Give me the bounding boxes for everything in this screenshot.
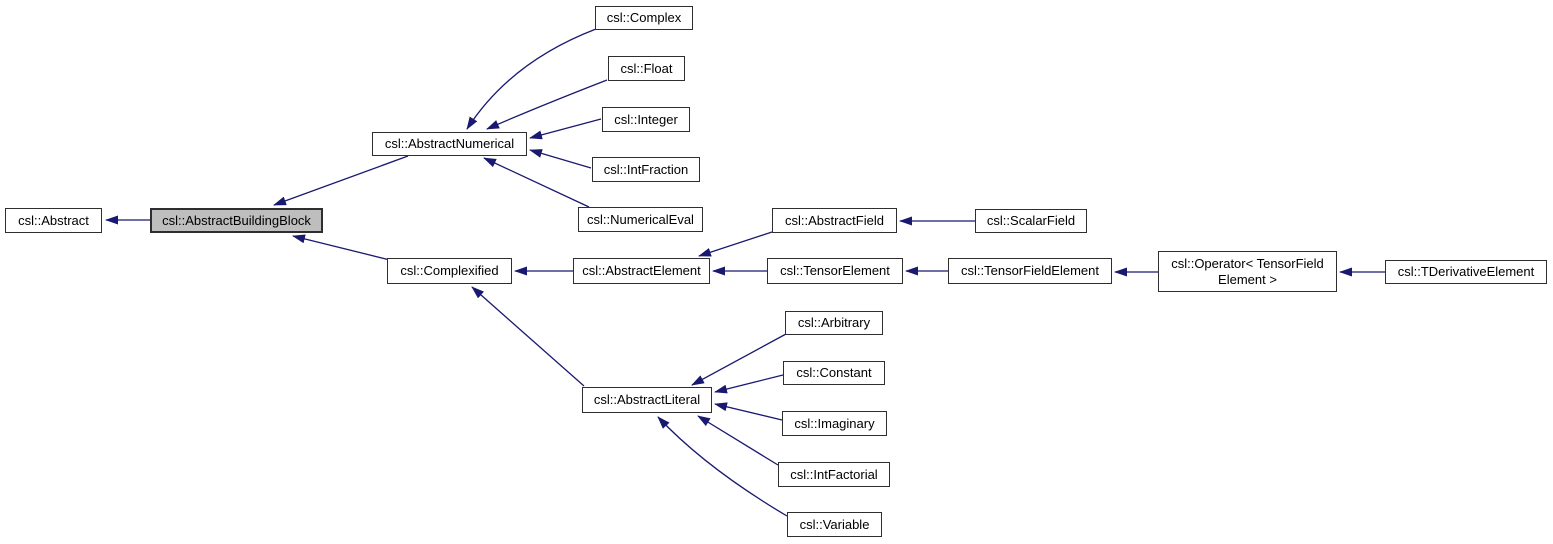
class-node-csl-abstract-field[interactable]: csl::AbstractField xyxy=(772,208,897,233)
inheritance-edge-csl-arbitrary-to-csl-abstract-literal xyxy=(691,333,787,386)
class-node-label: csl::AbstractField xyxy=(785,212,884,228)
inheritance-edge-csl-complexified-to-csl-abstract-building-block xyxy=(292,234,391,261)
inheritance-edge-csl-imaginary-to-csl-abstract-literal xyxy=(714,402,783,421)
class-node-csl-tensor-element[interactable]: csl::TensorElement xyxy=(767,258,903,284)
class-node-label: csl::Abstract xyxy=(18,212,89,228)
class-node-label: csl::Operator< TensorField xyxy=(1171,255,1324,271)
inheritance-edge-csl-numerical-eval-to-csl-abstract-numerical xyxy=(483,157,590,208)
class-node-label: csl::Variable xyxy=(799,516,870,532)
class-node-csl-abstract-building-block[interactable]: csl::AbstractBuildingBlock xyxy=(150,208,323,233)
class-node-label: csl::IntFactorial xyxy=(790,466,878,482)
class-node-label: csl::TDerivativeElement xyxy=(1397,264,1535,280)
inheritance-edge-csl-int-factorial-to-csl-abstract-literal xyxy=(697,415,779,466)
inheritance-edge-csl-variable-to-csl-abstract-literal xyxy=(657,416,788,517)
class-node-csl-imaginary[interactable]: csl::Imaginary xyxy=(782,411,887,436)
class-node-label: csl::Constant xyxy=(796,365,872,381)
class-node-label: Element > xyxy=(1218,271,1277,287)
class-node-csl-abstract-element[interactable]: csl::AbstractElement xyxy=(573,258,710,284)
class-node-label: csl::Complexified xyxy=(400,263,499,279)
inheritance-edge-csl-float-to-csl-abstract-numerical xyxy=(486,79,608,130)
class-node-label: csl::Arbitrary xyxy=(797,315,871,331)
inheritance-edge-csl-integer-to-csl-abstract-numerical xyxy=(529,118,602,140)
class-node-csl-t-derivative-element[interactable]: csl::TDerivativeElement xyxy=(1385,260,1547,284)
inheritance-edge-csl-constant-to-csl-abstract-literal xyxy=(714,374,784,394)
class-node-label: csl::Float xyxy=(620,60,673,76)
class-node-csl-int-fraction[interactable]: csl::IntFraction xyxy=(592,157,700,182)
class-node-label: csl::Complex xyxy=(606,10,682,26)
class-node-csl-arbitrary[interactable]: csl::Arbitrary xyxy=(785,311,883,335)
class-node-csl-abstract[interactable]: csl::Abstract xyxy=(5,208,102,233)
class-node-csl-integer[interactable]: csl::Integer xyxy=(602,107,690,132)
class-node-label: csl::NumericalEval xyxy=(587,211,694,227)
inheritance-edge-csl-abstract-literal-to-csl-complexified xyxy=(471,286,585,387)
class-node-csl-scalar-field[interactable]: csl::ScalarField xyxy=(975,209,1087,233)
class-node-label: csl::TensorFieldElement xyxy=(961,263,1099,279)
class-node-label: csl::AbstractElement xyxy=(582,263,701,279)
class-node-csl-variable[interactable]: csl::Variable xyxy=(787,512,882,537)
class-node-label: csl::Imaginary xyxy=(794,415,875,431)
inheritance-edge-csl-abstract-numerical-to-csl-abstract-building-block xyxy=(273,155,409,206)
class-node-label: csl::IntFraction xyxy=(603,161,689,177)
class-node-csl-int-factorial[interactable]: csl::IntFactorial xyxy=(778,462,890,487)
class-node-label: csl::AbstractBuildingBlock xyxy=(162,212,311,228)
class-node-label: csl::ScalarField xyxy=(986,213,1076,229)
class-node-csl-abstract-numerical[interactable]: csl::AbstractNumerical xyxy=(372,132,527,156)
inheritance-edge-csl-int-fraction-to-csl-abstract-numerical xyxy=(529,149,592,169)
inheritance-edge-csl-complex-to-csl-abstract-numerical xyxy=(466,28,597,130)
class-node-csl-constant[interactable]: csl::Constant xyxy=(783,361,885,385)
class-node-label: csl::AbstractLiteral xyxy=(593,392,701,408)
class-node-csl-complexified[interactable]: csl::Complexified xyxy=(387,258,512,284)
class-node-label: csl::Integer xyxy=(614,111,678,127)
class-node-csl-complex[interactable]: csl::Complex xyxy=(595,6,693,30)
class-node-csl-float[interactable]: csl::Float xyxy=(608,56,685,81)
inheritance-edge-csl-abstract-field-to-csl-abstract-element xyxy=(698,231,773,257)
class-node-csl-abstract-literal[interactable]: csl::AbstractLiteral xyxy=(582,387,712,413)
class-node-csl-tensor-field-element[interactable]: csl::TensorFieldElement xyxy=(948,258,1112,284)
class-node-label: csl::AbstractNumerical xyxy=(384,136,515,152)
class-node-csl-numerical-eval[interactable]: csl::NumericalEval xyxy=(578,207,703,232)
class-node-label: csl::TensorElement xyxy=(780,263,890,279)
